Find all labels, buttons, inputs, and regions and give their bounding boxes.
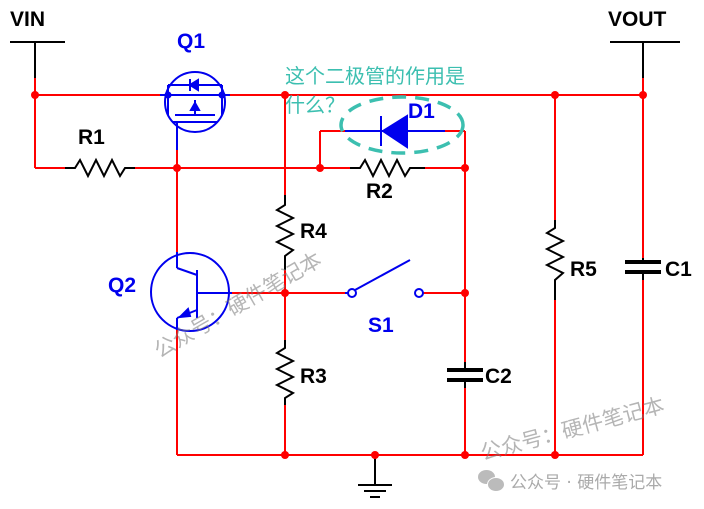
c2-label: C2 xyxy=(485,365,512,388)
question-annotation: 这个二极管的作用是 什么？ xyxy=(285,62,465,120)
footer-text: 公众号 · 硬件笔记本 xyxy=(510,473,663,493)
r5-label: R5 xyxy=(570,258,597,281)
vin-label: VIN xyxy=(10,8,46,31)
mosfet-q1 xyxy=(160,71,230,150)
resistor-r3 xyxy=(274,340,296,405)
q2-label: Q2 xyxy=(108,274,137,297)
capacitor-c2 xyxy=(447,362,483,388)
capacitor-c1 xyxy=(625,258,661,280)
q1-label: Q1 xyxy=(177,30,206,53)
resistor-r2 xyxy=(350,157,425,179)
r3-label: R3 xyxy=(300,365,327,388)
s1-label: S1 xyxy=(368,314,394,337)
resistor-r1 xyxy=(65,157,135,179)
ground-symbol xyxy=(358,455,392,498)
r4-label: R4 xyxy=(300,220,327,243)
highlight-ellipse xyxy=(339,95,465,155)
transistor-q2 xyxy=(150,252,232,332)
r1-label: R1 xyxy=(78,126,105,149)
resistor-r4 xyxy=(274,195,296,270)
resistor-r5 xyxy=(544,220,566,300)
junction-dots xyxy=(31,91,647,459)
d1-label: D1 xyxy=(408,100,435,123)
r2-label: R2 xyxy=(366,180,393,203)
diode-d1 xyxy=(345,114,445,149)
question-line-2: 什么？ xyxy=(285,93,345,117)
switch-s1 xyxy=(345,259,424,298)
wechat-icon xyxy=(478,469,505,492)
footer-watermark: 公众号 · 硬件笔记本 xyxy=(478,468,662,493)
c1-label: C1 xyxy=(665,258,692,281)
question-line-1: 这个二极管的作用是 xyxy=(285,64,465,88)
vout-label: VOUT xyxy=(608,8,667,31)
